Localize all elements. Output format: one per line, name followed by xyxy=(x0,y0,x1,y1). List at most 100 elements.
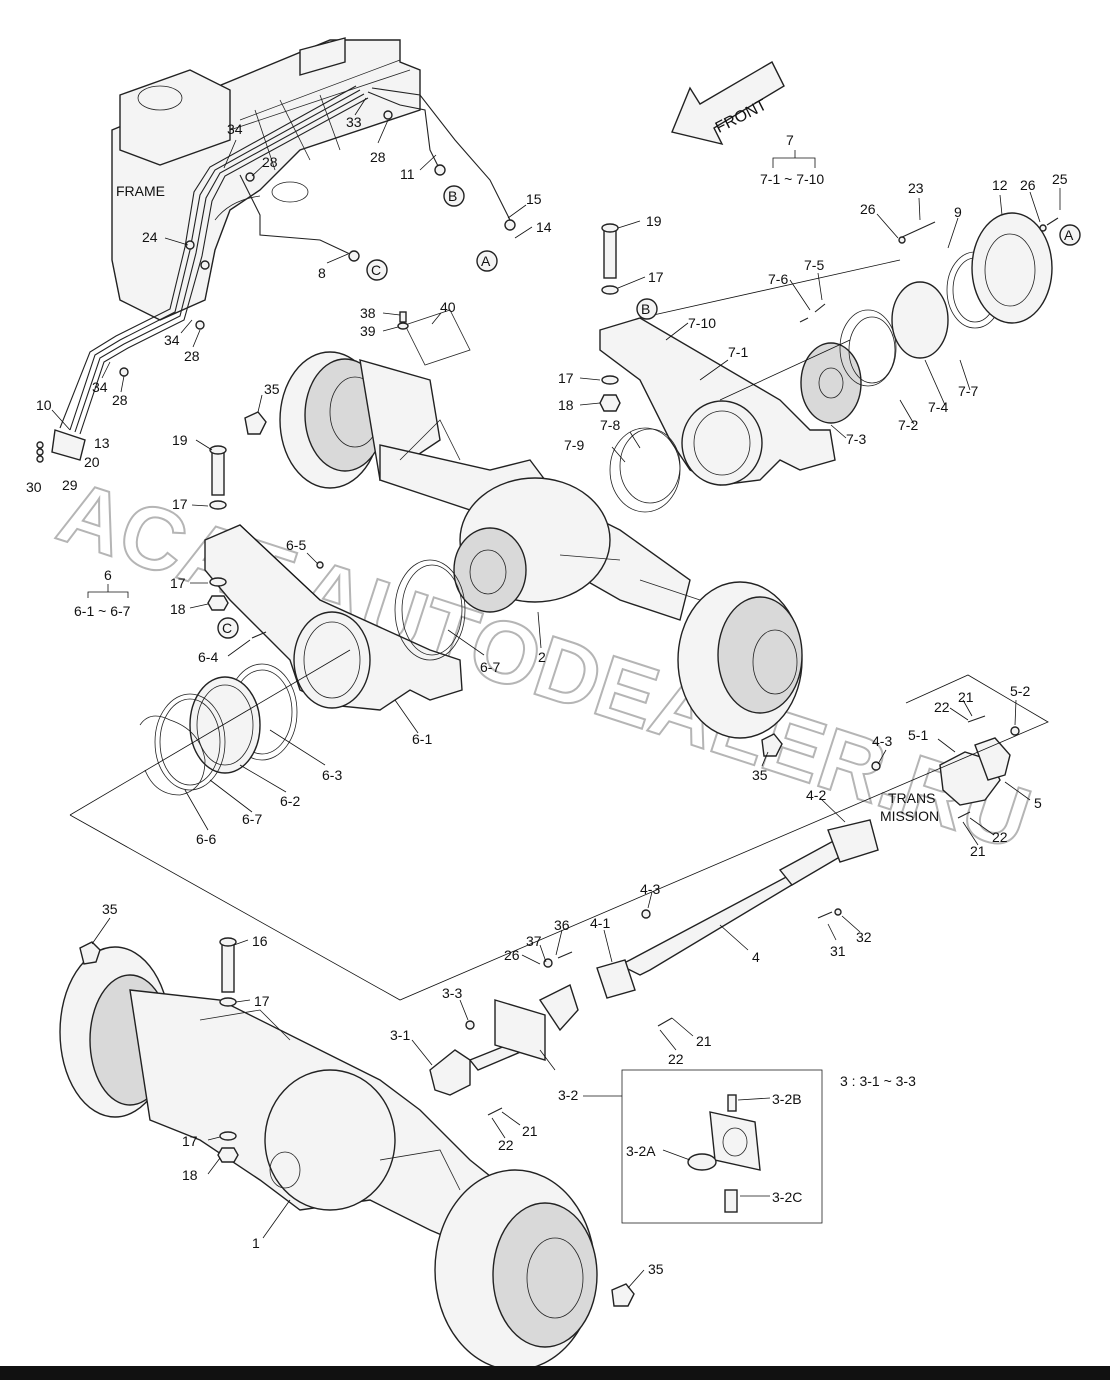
part-label: 37 xyxy=(526,933,542,949)
part-label: 6-3 xyxy=(322,767,342,783)
transmission-label-1: TRANS xyxy=(888,790,935,806)
part-label: 17 xyxy=(254,993,270,1009)
group-6-label: 6 xyxy=(104,567,112,583)
leader-lines xyxy=(51,97,1061,1289)
part-label: 34 xyxy=(164,332,180,348)
part-number-labels: 34 33 28 28 11 15 14 24 8 34 28 34 28 10… xyxy=(26,114,1068,1277)
group-3-range-label: 3 : 3-1 ~ 3-3 xyxy=(840,1073,916,1089)
part-label: 11 xyxy=(400,166,415,182)
frame-label: FRAME xyxy=(116,183,165,199)
part-label: 31 xyxy=(830,943,846,959)
part-label: 38 xyxy=(360,305,376,321)
part-label: 25 xyxy=(1052,171,1068,187)
part-label: 35 xyxy=(752,767,768,783)
part-label: 35 xyxy=(102,901,118,917)
part-label: 39 xyxy=(360,323,376,339)
part-label: 26 xyxy=(504,947,520,963)
part-label: 9 xyxy=(954,204,962,220)
part-label: 28 xyxy=(184,348,200,364)
part-label: 28 xyxy=(112,392,128,408)
part-label: 4-3 xyxy=(872,733,892,749)
part-label: 4-3 xyxy=(640,881,660,897)
part-label: 18 xyxy=(558,397,574,413)
part-label: 32 xyxy=(856,929,872,945)
callout-A-right: A xyxy=(1059,224,1081,246)
part-label: 19 xyxy=(172,432,188,448)
front-arrow: FRONT xyxy=(671,61,785,146)
part-label: 22 xyxy=(992,829,1008,845)
part-label: 6-2 xyxy=(280,793,300,809)
part-label: 17 xyxy=(172,496,188,512)
callout-B-top-text: B xyxy=(448,188,457,204)
part-label: 7-9 xyxy=(564,437,584,453)
part-label: 6-4 xyxy=(198,649,218,665)
part-label: 34 xyxy=(227,121,243,137)
part-label: 3-2 xyxy=(558,1087,578,1103)
part-label: 22 xyxy=(668,1051,684,1067)
group-7-label: 7 xyxy=(786,132,794,148)
part-label: 17 xyxy=(558,370,574,386)
part-label: 26 xyxy=(860,201,876,217)
part-label: 5-2 xyxy=(1010,683,1030,699)
shaft-3 xyxy=(429,951,579,1116)
callout-C-bracket: C xyxy=(217,617,239,639)
part-label: 22 xyxy=(498,1137,514,1153)
part-label: 34 xyxy=(92,379,108,395)
part-label: 4-2 xyxy=(806,787,826,803)
part-label: 21 xyxy=(696,1033,712,1049)
part-label: 20 xyxy=(84,454,100,470)
propeller-shaft-4 xyxy=(596,715,1020,1027)
part-label: 30 xyxy=(26,479,42,495)
footer-bar xyxy=(0,1366,1110,1380)
part-label: 26 xyxy=(1020,177,1036,193)
part-label: 29 xyxy=(62,477,78,493)
callout-B-bracket-text: B xyxy=(641,301,650,317)
part-label: 7-10 xyxy=(688,315,716,331)
part-label: 6-7 xyxy=(480,659,500,675)
part-label: 5 xyxy=(1034,795,1042,811)
hydraulic-lines xyxy=(36,85,516,463)
part-label: 13 xyxy=(94,435,110,451)
part-label: 36 xyxy=(554,917,570,933)
part-label: 7-5 xyxy=(804,257,824,273)
part-label: 17 xyxy=(170,575,186,591)
part-label: 35 xyxy=(264,381,280,397)
callout-C-top: C xyxy=(366,259,388,281)
part-label: 16 xyxy=(252,933,268,949)
mount-bracket-7 xyxy=(599,212,1059,513)
part-label: 2 xyxy=(538,649,546,665)
callout-A-top: A xyxy=(476,250,498,272)
transmission-label-2: MISSION xyxy=(880,808,939,824)
part-label: 12 xyxy=(992,177,1008,193)
part-label: 3-2C xyxy=(772,1189,802,1205)
part-label: 6-5 xyxy=(286,537,306,553)
part-label: 28 xyxy=(370,149,386,165)
part-label: 18 xyxy=(182,1167,198,1183)
part-label: 3-2A xyxy=(626,1143,656,1159)
callout-C-top-text: C xyxy=(371,262,381,278)
detail-box-3-2 xyxy=(621,1069,823,1224)
callout-circles: A A B B C C xyxy=(217,185,1081,639)
part-label: 24 xyxy=(142,229,158,245)
part-label: 15 xyxy=(526,191,542,207)
part-label: 7-2 xyxy=(898,417,918,433)
part-label: 8 xyxy=(318,265,326,281)
part-label: 1 xyxy=(252,1235,260,1251)
group-7-range-label: 7-1 ~ 7-10 xyxy=(760,171,824,187)
part-label: 6-7 xyxy=(242,811,262,827)
callout-C-bracket-text: C xyxy=(222,620,232,636)
text-labels: FRAME 7 7-1 ~ 7-10 6 6-1 ~ 6-7 3 : 3-1 ~… xyxy=(74,132,939,1089)
part-label: 4-1 xyxy=(590,915,610,931)
part-label: 7-1 xyxy=(728,344,748,360)
part-label: 22 xyxy=(934,699,950,715)
small-hardware xyxy=(244,309,783,757)
mount-bracket-6 xyxy=(139,445,466,796)
callout-A-top-text: A xyxy=(481,253,491,269)
callout-B-top: B xyxy=(443,185,465,207)
part-label: 5-1 xyxy=(908,727,928,743)
part-label: 10 xyxy=(36,397,52,413)
part-label: 7-8 xyxy=(600,417,620,433)
part-label: 3-2B xyxy=(772,1091,802,1107)
part-label: 33 xyxy=(346,114,362,130)
